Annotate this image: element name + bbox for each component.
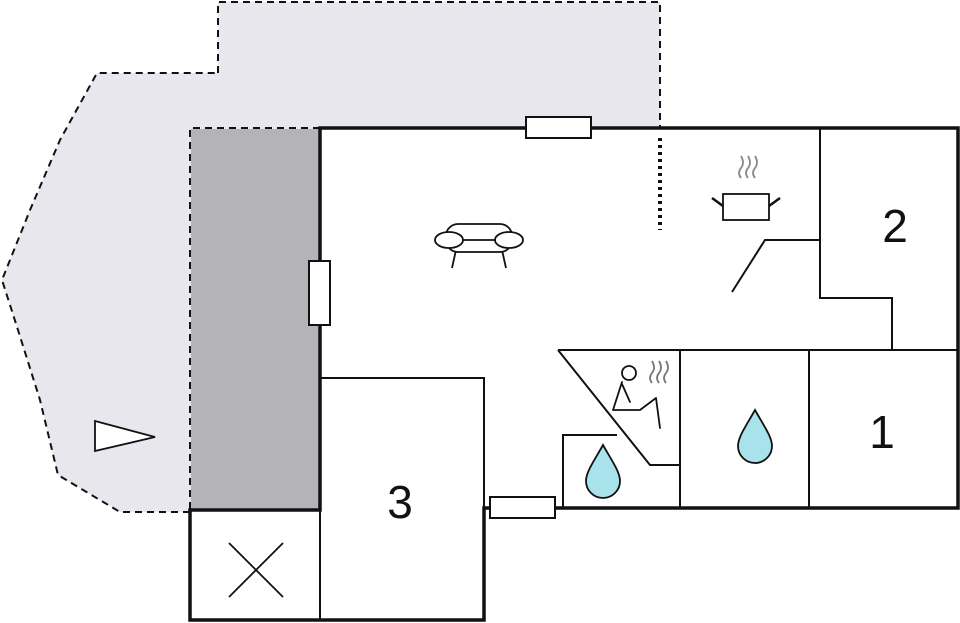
covered-terrace [191,129,319,510]
window-icon [489,496,556,519]
window-icon [525,116,592,139]
outer-walls [188,126,960,622]
terrace-dashed-outline [0,1,661,513]
window-icon [308,260,331,326]
storage-cross-icon [228,542,284,598]
room-number-1: 1 [869,406,895,458]
north-arrow-icon [94,419,156,453]
room-number-3: 3 [387,476,413,528]
cooking-pot-icon [711,155,781,221]
interior-floor [190,128,958,620]
outdoor-terrace-area [2,2,660,512]
sofa-icon [434,223,524,269]
water-drop-icon [585,443,621,499]
room-number-2: 2 [882,200,908,252]
sauna-icon [612,360,669,429]
water-drop-icon [737,408,773,464]
inner-walls [319,128,958,620]
